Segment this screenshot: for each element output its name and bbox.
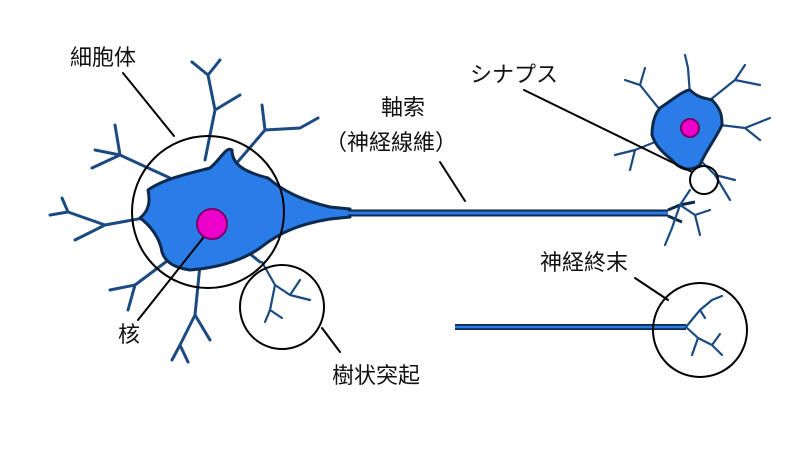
axon [348,200,696,224]
nucleus-label: 核 [118,323,140,348]
nucleus-leader [137,237,204,321]
nerve-terminal-axon [455,294,724,357]
synapse-ring [689,165,719,195]
dendrite-detail [260,260,312,324]
synapse-leader [523,89,693,173]
axon-label-line2: （神経線維） [325,131,457,156]
main-cell-body [138,147,352,272]
second-neuron-dendrites [613,53,772,247]
nerve-terminal-label: 神経終末 [540,251,628,276]
main-neuron-dendrites [48,58,320,364]
nerve-terminal-leader [634,277,669,301]
dendrite-leader [321,327,341,353]
cell-body-label: 細胞体 [70,46,136,71]
cell-body-leader [122,72,175,137]
synapse-label: シナプス [470,63,558,88]
cell-body-ring [131,135,285,289]
dendrite-ring [239,264,325,350]
dendrite-label: 樹状突起 [332,364,420,389]
main-nucleus [196,208,228,240]
second-nucleus [680,118,700,138]
nerve-terminal-ring [652,282,748,378]
axon-leader [439,161,466,202]
axon-label-line1: 軸索 [381,96,425,121]
